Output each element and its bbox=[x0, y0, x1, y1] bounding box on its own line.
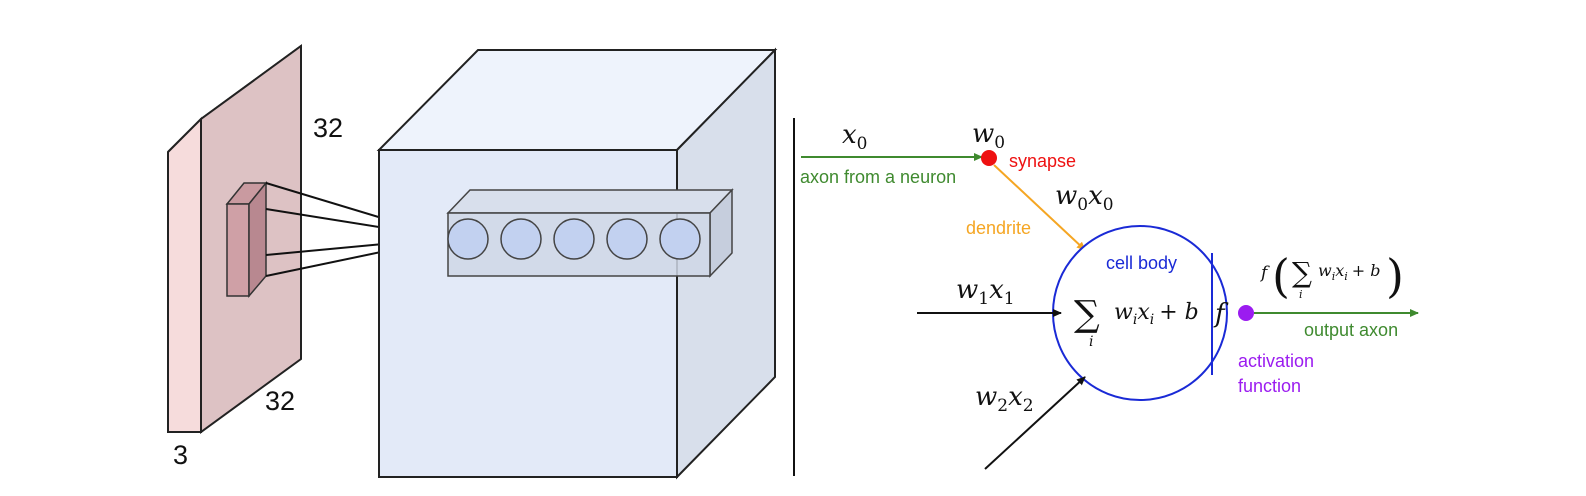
output-expression: wixi+ b bbox=[1318, 261, 1381, 283]
sum-expression: wixi+ b bbox=[1114, 300, 1199, 328]
synapse-dot bbox=[981, 150, 997, 166]
input-slab-front bbox=[167, 116, 202, 433]
synapse-label: synapse bbox=[1009, 151, 1076, 171]
w0-label: w0 bbox=[972, 119, 1005, 153]
output-rparen: ) bbox=[1386, 249, 1404, 303]
activation-function-line2: function bbox=[1238, 376, 1301, 396]
input-volume bbox=[167, 44, 302, 434]
output-lparen: ( bbox=[1272, 249, 1290, 303]
receptive-field-front bbox=[226, 203, 250, 297]
w0x0-label: w0x0 bbox=[1055, 181, 1114, 215]
output-axon-label: output axon bbox=[1304, 320, 1398, 340]
sum-index: i bbox=[1089, 334, 1093, 350]
neuron-circle-1 bbox=[447, 218, 489, 260]
output-index: i bbox=[1299, 288, 1303, 301]
neuron-circle-3 bbox=[553, 218, 595, 260]
depth-column-top bbox=[446, 189, 734, 214]
w2x2-arrow bbox=[984, 376, 1086, 470]
activation-function-line1: activation bbox=[1238, 351, 1314, 371]
x0-label: x0 bbox=[842, 120, 868, 154]
neuron-circle-4 bbox=[606, 218, 648, 260]
axon-from-label: axon from a neuron bbox=[800, 167, 956, 187]
cell-body-label: cell body bbox=[1106, 253, 1177, 273]
activation-dot bbox=[1238, 305, 1254, 321]
depth-column bbox=[446, 188, 734, 278]
w2x2-label: w2x2 bbox=[975, 382, 1034, 416]
w1x1-label: w1x1 bbox=[956, 275, 1015, 309]
sum-sigma: ∑ bbox=[1074, 294, 1100, 335]
dendrite-arrow bbox=[993, 164, 1086, 251]
receptive-field-side bbox=[248, 180, 267, 299]
dim-depth-label: 3 bbox=[173, 440, 188, 470]
neuron-circle-2 bbox=[500, 218, 542, 260]
dendrite-label: dendrite bbox=[966, 218, 1031, 238]
neuron-circle-5 bbox=[659, 218, 701, 260]
output-formula: f ( ∑ i wixi+ b ) bbox=[1259, 249, 1404, 303]
output-f: f bbox=[1259, 263, 1270, 283]
dim-width-label: 32 bbox=[265, 386, 295, 416]
output-sigma: ∑ bbox=[1292, 256, 1312, 289]
dim-height-label: 32 bbox=[313, 113, 343, 143]
